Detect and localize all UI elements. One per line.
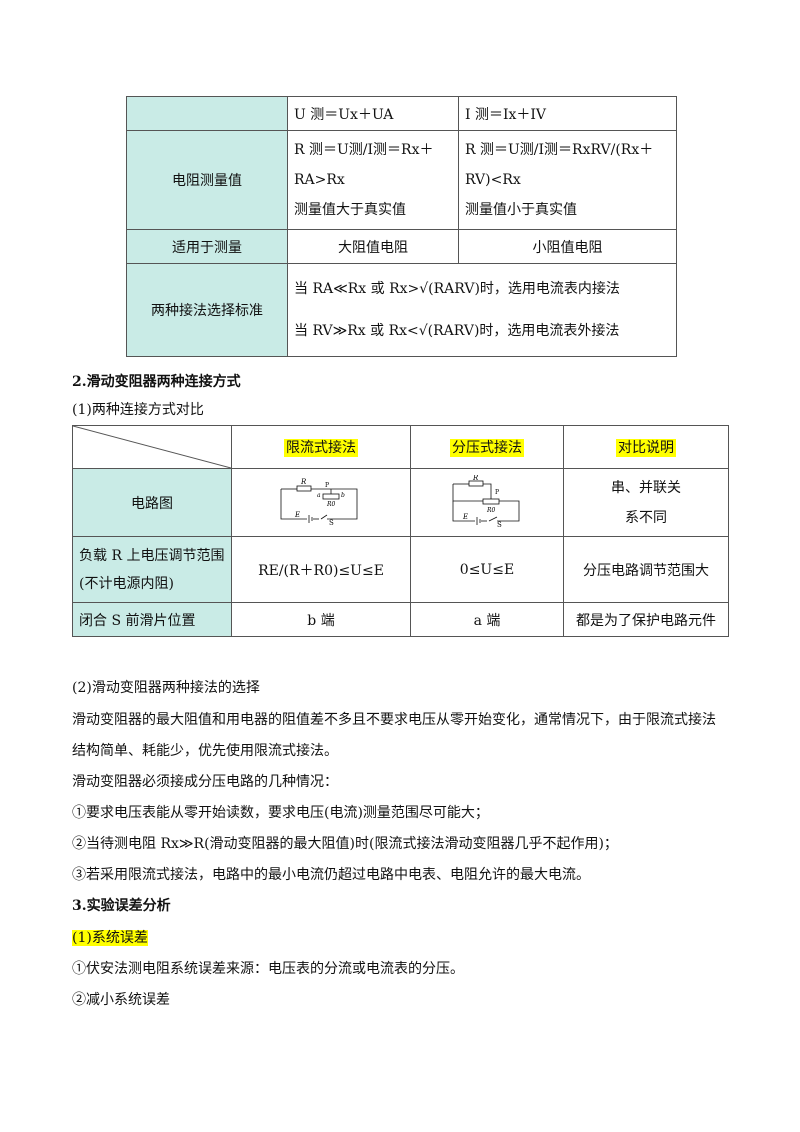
section3-heading: 3.实验误差分析 bbox=[72, 898, 171, 914]
section3-item2: ②减小系统误差 bbox=[72, 992, 170, 1008]
section3-sub1: (1)系统误差 bbox=[72, 930, 148, 946]
divider-circuit-diagram: R P R0 E S bbox=[452, 474, 520, 529]
svg-text:P: P bbox=[495, 489, 499, 496]
criteria-header: 两种接法选择标准 bbox=[126, 263, 288, 357]
limit-circuit-cell: R P a b R0 E S bbox=[231, 468, 411, 537]
divider-circuit-cell: R P R0 E S bbox=[410, 468, 564, 537]
criteria-line-2: 当 RV≫Rx 或 Rx<√(RARV)时，选用电流表外接法 bbox=[294, 323, 620, 339]
section3-item1: ①伏安法测电阻系统误差来源：电压表的分流或电流表的分压。 bbox=[72, 961, 464, 977]
svg-text:a: a bbox=[317, 492, 321, 499]
svg-text:R: R bbox=[472, 475, 479, 482]
limit-slider-cell: b 端 bbox=[231, 602, 411, 637]
divider-range-cell: 0≤U≤E bbox=[410, 536, 564, 603]
diagonal-line bbox=[73, 426, 231, 468]
svg-text:S: S bbox=[497, 521, 502, 527]
svg-text:P: P bbox=[325, 482, 329, 489]
item2: ②当待测电阻 Rx≫R(滑动变阻器的最大阻值)时(限流式接法滑动变阻器几乎不起作… bbox=[72, 836, 618, 852]
outer-note: 测量值小于真实值 bbox=[465, 202, 577, 218]
section2-sub1: (1)两种连接方式对比 bbox=[72, 402, 204, 418]
inner-note: 测量值大于真实值 bbox=[294, 202, 406, 218]
outer-formula: R 测＝U测/I测＝RxRV/(Rx＋RV)<Rx bbox=[465, 142, 654, 188]
suitable-large-cell: 大阻值电阻 bbox=[287, 229, 459, 264]
header-limit: 限流式接法 bbox=[231, 425, 411, 469]
circuit-note-cell: 串、并联关 系不同 bbox=[563, 468, 729, 537]
para1-line1: 滑动变阻器的最大阻值和用电器的阻值差不多且不要求电压从零开始变化，通常情况下，由… bbox=[72, 712, 716, 728]
voltage-formula-cell: U 测＝Ux＋UA bbox=[287, 96, 459, 131]
divider-slider-cell: a 端 bbox=[410, 602, 564, 637]
ammeter-connection-table: U 测＝Ux＋UA I 测＝Ix＋IV 电阻测量值 R 测＝U测/I测＝Rx＋R… bbox=[126, 96, 677, 357]
inner-connection-measured-cell: R 测＝U测/I测＝Rx＋RA>Rx 测量值大于真实值 bbox=[287, 130, 459, 230]
limit-range-cell: RE/(R＋R0)≤U≤E bbox=[231, 536, 411, 603]
svg-text:R0: R0 bbox=[486, 507, 496, 514]
svg-text:S: S bbox=[329, 519, 334, 525]
circuit-row-label: 电路图 bbox=[72, 468, 232, 537]
svg-text:E: E bbox=[462, 513, 468, 521]
item3: ③若采用限流式接法，电路中的最小电流仍超过电路中电表、电阻允许的最大电流。 bbox=[72, 867, 590, 883]
current-formula-cell: I 测＝Ix＋IV bbox=[458, 96, 677, 131]
inner-formula: R 测＝U测/I测＝Rx＋RA>Rx bbox=[294, 142, 434, 188]
outer-connection-measured-cell: R 测＝U测/I测＝RxRV/(Rx＋RV)<Rx 测量值小于真实值 bbox=[458, 130, 677, 230]
suitable-small-cell: 小阻值电阻 bbox=[458, 229, 677, 264]
limit-circuit-diagram: R P a b R0 E S bbox=[280, 478, 358, 527]
svg-text:b: b bbox=[341, 492, 345, 499]
svg-text:R0: R0 bbox=[326, 501, 336, 508]
item1: ①要求电压表能从零开始读数，要求电压(电流)测量范围尽可能大； bbox=[72, 805, 489, 821]
section2-heading: 2.滑动变阻器两种连接方式 bbox=[72, 374, 241, 390]
svg-text:E: E bbox=[294, 511, 300, 519]
diagonal-header-cell bbox=[72, 425, 232, 469]
svg-text:R: R bbox=[300, 478, 307, 486]
slider-note-cell: 都是为了保护电路元件 bbox=[563, 602, 729, 637]
range-row-label: 负载 R 上电压调节范围 (不计电源内阻) bbox=[72, 536, 232, 603]
criteria-line-1: 当 RA≪Rx 或 Rx>√(RARV)时，选用电流表内接法 bbox=[294, 281, 620, 297]
criteria-cell: 当 RA≪Rx 或 Rx>√(RARV)时，选用电流表内接法 当 RV≫Rx 或… bbox=[287, 263, 677, 357]
para2: 滑动变阻器必须接成分压电路的几种情况： bbox=[72, 774, 338, 790]
rheostat-comparison-table: 限流式接法 分压式接法 对比说明 电路图 R P bbox=[72, 425, 729, 637]
measured-value-header: 电阻测量值 bbox=[126, 130, 288, 230]
para1-line2: 结构简单、耗能少，优先使用限流式接法。 bbox=[72, 743, 338, 759]
header-compare: 对比说明 bbox=[563, 425, 729, 469]
range-note-cell: 分压电路调节范围大 bbox=[563, 536, 729, 603]
header-divider: 分压式接法 bbox=[410, 425, 564, 469]
table1-empty-header bbox=[126, 96, 288, 131]
section2-sub2: (2)滑动变阻器两种接法的选择 bbox=[72, 680, 260, 696]
suitable-header: 适用于测量 bbox=[126, 229, 288, 264]
slider-row-label: 闭合 S 前滑片位置 bbox=[72, 602, 232, 637]
